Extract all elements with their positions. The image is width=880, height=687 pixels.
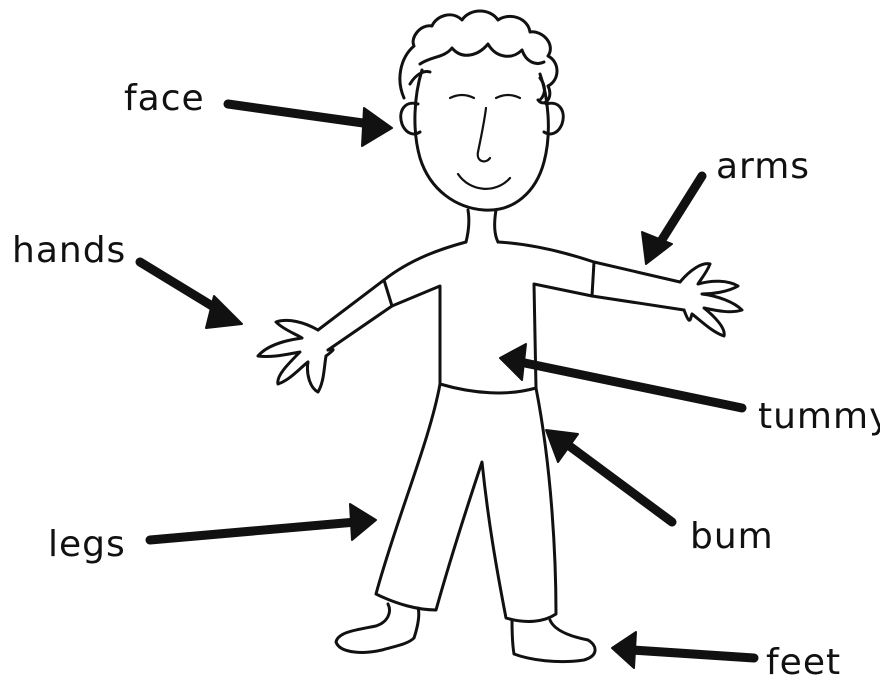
label-face: face xyxy=(124,78,205,119)
left-arm xyxy=(318,280,392,350)
person-figure xyxy=(258,11,742,662)
arrow-hands xyxy=(140,262,242,328)
right-arm xyxy=(592,262,684,310)
label-bum: bum xyxy=(690,516,774,557)
label-feet: feet xyxy=(766,642,841,683)
label-hands: hands xyxy=(12,230,126,271)
arrow-legs xyxy=(150,504,376,540)
left-ear xyxy=(401,103,420,134)
arrow-arms xyxy=(642,176,702,264)
label-tummy: tummy xyxy=(758,396,880,437)
left-sleeve-edge xyxy=(384,280,392,306)
arrow-face xyxy=(228,104,392,146)
label-arms: arms xyxy=(716,146,810,187)
left-hand xyxy=(258,320,333,392)
arrow-feet xyxy=(612,632,754,668)
right-hand xyxy=(680,264,742,336)
neck xyxy=(466,210,498,242)
right-eye xyxy=(496,95,520,98)
label-legs: legs xyxy=(48,524,126,565)
arrow-bum xyxy=(546,430,672,522)
mouth xyxy=(458,174,510,189)
left-foot xyxy=(336,604,419,652)
hair xyxy=(400,11,557,103)
nose xyxy=(478,108,490,161)
left-eye xyxy=(450,95,474,98)
pants xyxy=(376,384,556,621)
right-foot xyxy=(512,620,595,662)
